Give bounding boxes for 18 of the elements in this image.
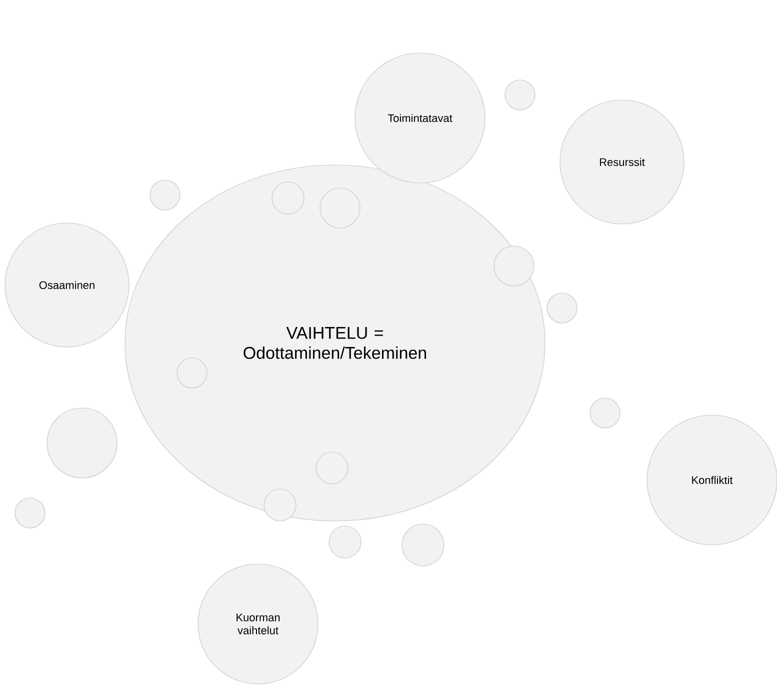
small-bubble xyxy=(402,524,444,566)
bubble: Toimintatavat xyxy=(354,52,486,184)
small-bubble xyxy=(546,292,578,324)
bubble: Kuorman vaihtelut xyxy=(198,564,318,684)
small-bubble xyxy=(150,180,180,210)
small-bubble xyxy=(504,80,536,110)
small-bubble xyxy=(46,408,118,478)
small-bubble xyxy=(272,182,304,214)
bubble: Konfliktit xyxy=(646,414,777,546)
small-bubble xyxy=(14,498,46,528)
small-bubble xyxy=(328,526,362,558)
bubble: Resurssit xyxy=(560,100,684,224)
small-bubble xyxy=(316,452,348,484)
small-bubble xyxy=(320,188,360,228)
small-bubble xyxy=(590,398,620,428)
bubble: Osaaminen xyxy=(4,222,130,348)
main-bubble: VAIHTELU = Odottaminen/Tekeminen xyxy=(124,164,546,522)
small-bubble xyxy=(176,358,208,388)
